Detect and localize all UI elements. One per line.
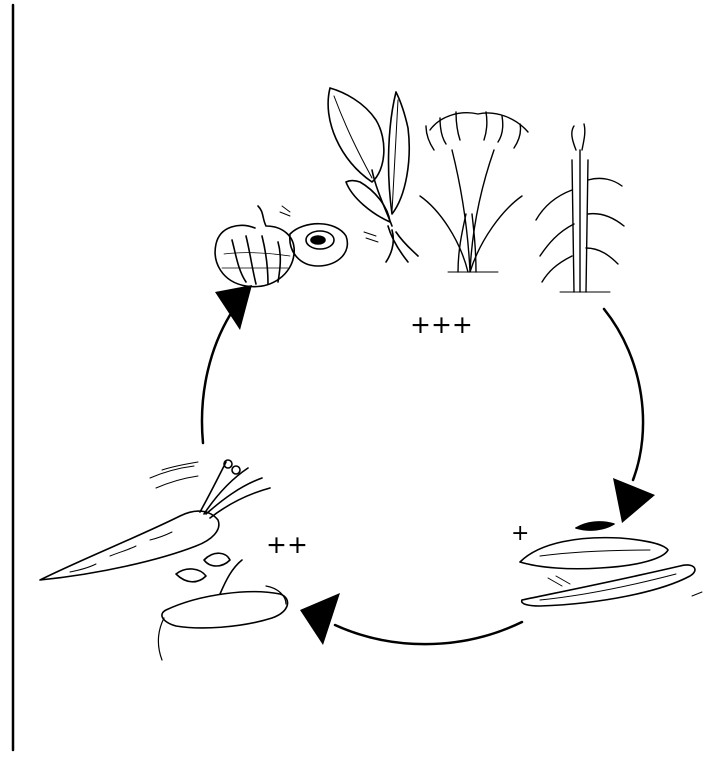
rotation-label-right: +	[511, 523, 529, 545]
rotation-label-top: +++	[410, 312, 473, 337]
rice-illustration	[420, 112, 528, 272]
rotation-label-left: ++	[266, 532, 308, 557]
onion-illustration	[215, 206, 378, 287]
radish-illustration	[158, 553, 287, 660]
spinach-illustration	[328, 88, 418, 262]
arrowhead-right	[613, 478, 655, 523]
arrowhead-left	[215, 285, 252, 330]
cycle-arrow-right	[604, 309, 643, 480]
sugarcane-illustration	[536, 124, 624, 292]
cycle-arrow-left	[202, 315, 230, 443]
bean-pods-illustration	[520, 522, 702, 606]
carrot-illustration	[40, 460, 270, 580]
arrowhead-bottom	[300, 593, 340, 645]
cycle-arrow-bottom	[335, 622, 522, 644]
